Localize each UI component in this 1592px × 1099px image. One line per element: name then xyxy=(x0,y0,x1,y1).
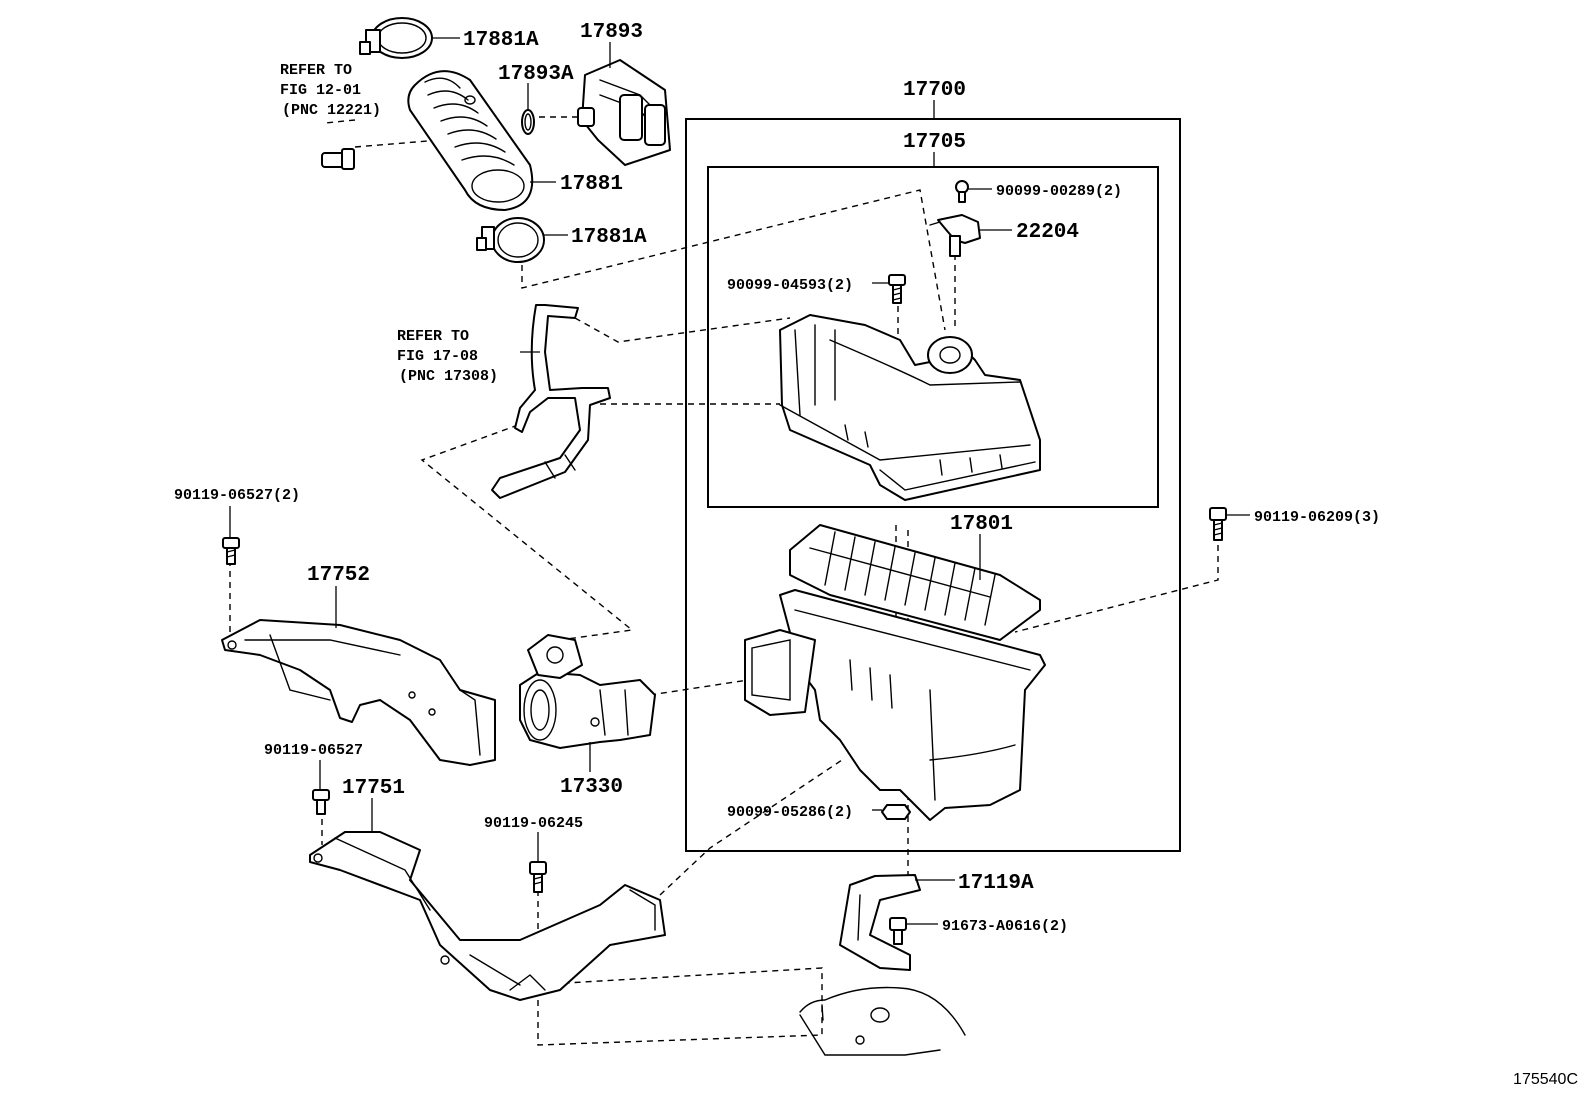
reference-note-fig-12-01-line3: (PNC 12221) xyxy=(282,102,381,119)
bolt-90119-06527-2 xyxy=(222,537,240,565)
sensor-plug xyxy=(321,148,355,170)
part-label-17881A-bottom[interactable]: 17881A xyxy=(571,226,647,249)
part-label-90099-05286[interactable]: 90099-05286(2) xyxy=(727,804,853,821)
figure-id: 175540C xyxy=(1513,1071,1578,1088)
part-label-17700[interactable]: 17700 xyxy=(903,79,966,102)
bolt-90119-06527 xyxy=(312,789,330,815)
part-label-17752[interactable]: 17752 xyxy=(307,564,370,587)
screw-90099-00289 xyxy=(955,180,969,203)
part-label-17893A[interactable]: 17893A xyxy=(498,63,574,86)
dashed-line-bracket-loop xyxy=(420,424,634,641)
screw-90099-04593 xyxy=(888,274,906,304)
assembly-frame-17700 xyxy=(685,118,1181,852)
part-label-90119-06245[interactable]: 90119-06245 xyxy=(484,815,583,832)
resonator-17893 xyxy=(577,59,671,166)
vehicle-body-fragment xyxy=(799,986,966,1056)
bolt-91673-A0616 xyxy=(889,917,907,945)
part-label-90119-06527[interactable]: 90119-06527 xyxy=(264,742,363,759)
part-label-17881A-top[interactable]: 17881A xyxy=(463,29,539,52)
bolt-90119-06209 xyxy=(1209,507,1227,541)
air-hose-17881 xyxy=(407,70,534,211)
reference-note-fig-17-08-line2: FIG 17-08 xyxy=(397,348,478,365)
hose-clamp-17881A-bottom xyxy=(476,217,545,263)
airflow-sensor-22204 xyxy=(929,214,981,257)
part-label-17801[interactable]: 17801 xyxy=(950,513,1013,536)
intake-duct-17751 xyxy=(309,831,666,1001)
hose-clamp-17881A-top xyxy=(359,17,433,59)
nut-90099-05286 xyxy=(881,804,911,820)
air-filter-17801 xyxy=(789,524,1041,641)
part-label-17119A[interactable]: 17119A xyxy=(958,872,1034,895)
part-label-90119-06209[interactable]: 90119-06209(3) xyxy=(1254,509,1380,526)
reference-note-fig-17-08-line1: REFER TO xyxy=(397,328,469,345)
part-label-17705[interactable]: 17705 xyxy=(903,131,966,154)
part-label-90099-00289[interactable]: 90099-00289(2) xyxy=(996,183,1122,200)
bracket-17119A xyxy=(839,874,921,971)
intake-duct-17752 xyxy=(221,619,496,766)
clip-17893A xyxy=(521,109,535,135)
part-label-17751[interactable]: 17751 xyxy=(342,777,405,800)
part-label-17893[interactable]: 17893 xyxy=(580,21,643,44)
air-cleaner-cap-17705 xyxy=(779,314,1041,501)
reference-note-fig-12-01-line2: FIG 12-01 xyxy=(280,82,361,99)
reference-note-fig-12-01-line1: REFER TO xyxy=(280,62,352,79)
part-label-17881[interactable]: 17881 xyxy=(560,173,623,196)
part-label-90099-04593[interactable]: 90099-04593(2) xyxy=(727,277,853,294)
bolt-90119-06245 xyxy=(529,861,547,893)
vacuum-hose xyxy=(491,304,611,499)
assembly-frame-17705 xyxy=(707,166,1159,508)
reference-note-fig-17-08-line3: (PNC 17308) xyxy=(399,368,498,385)
air-cleaner-case xyxy=(744,589,1046,821)
dashed-line-hose-to-cover xyxy=(521,189,946,331)
part-label-22204[interactable]: 22204 xyxy=(1016,221,1079,244)
throttle-body-17330 xyxy=(519,634,656,749)
part-label-91673-A0616[interactable]: 91673-A0616(2) xyxy=(942,918,1068,935)
part-label-90119-06527-2[interactable]: 90119-06527(2) xyxy=(174,487,300,504)
part-label-17330[interactable]: 17330 xyxy=(560,776,623,799)
